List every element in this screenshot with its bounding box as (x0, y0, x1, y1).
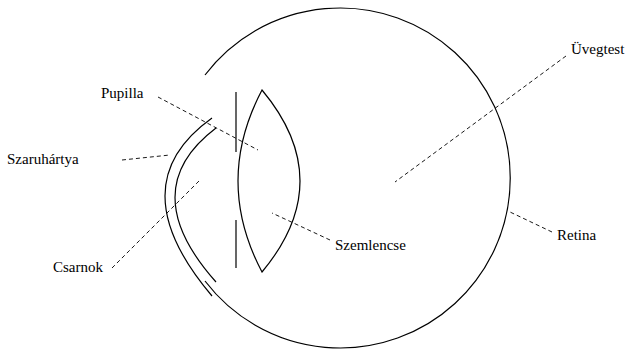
part-label: Pupilla (100, 84, 145, 102)
part-label: Üvegtest (570, 40, 625, 58)
leader-line (158, 97, 258, 150)
leader-line (395, 56, 566, 182)
leader-line (112, 180, 200, 268)
eyeball-outline (205, 8, 510, 348)
part-label: Szaruhártya (6, 150, 80, 168)
cornea-inner (175, 128, 216, 282)
lens (238, 90, 300, 272)
iris (235, 220, 236, 268)
part-label: Retina (556, 226, 597, 244)
leader-line (122, 155, 170, 160)
leader-line (510, 212, 552, 232)
leader-line (272, 213, 330, 240)
part-label: Csarnok (52, 258, 104, 276)
iris (235, 92, 236, 152)
part-label: Szemlencse (334, 236, 407, 254)
